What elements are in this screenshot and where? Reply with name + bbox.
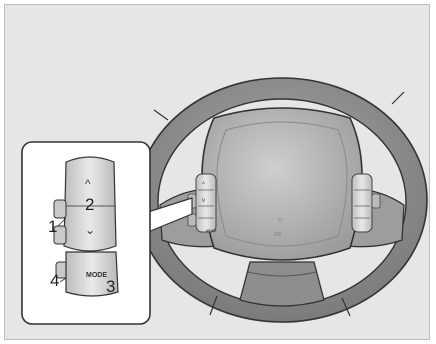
mode-button-label: MODE — [86, 272, 107, 279]
callout-2: 2 — [85, 196, 94, 213]
airbag-cover: ▽ ≡≡ — [202, 108, 362, 260]
callout-1: 1 — [48, 218, 57, 235]
seek-up-button — [54, 200, 66, 218]
svg-text:▽: ▽ — [278, 218, 283, 224]
svg-text:^: ^ — [202, 182, 205, 188]
callout-4: 4 — [50, 272, 59, 289]
mode-small-label: MODE — [206, 229, 217, 233]
callout-3: 3 — [106, 278, 115, 295]
svg-text:≡≡: ≡≡ — [274, 232, 282, 238]
volume-down-icon: ⌄ — [85, 223, 95, 237]
svg-text:v: v — [202, 198, 205, 204]
volume-up-icon: ^ — [85, 177, 91, 191]
